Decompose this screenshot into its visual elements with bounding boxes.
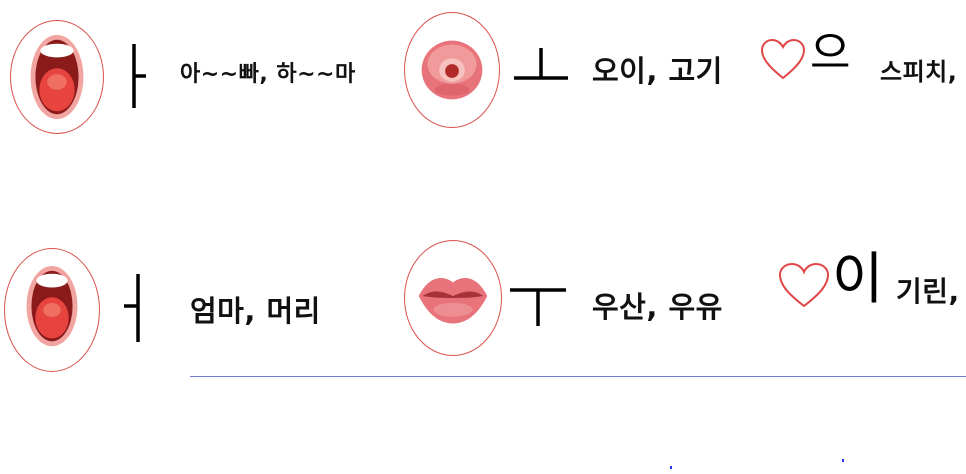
jamo-i: 이 bbox=[832, 247, 884, 312]
example-words-a: 아~~빠, 하~~마 bbox=[180, 62, 356, 87]
example-words-eu: 스피치, bbox=[880, 58, 958, 86]
open-mouth-wide-icon bbox=[10, 20, 104, 134]
separator-line bbox=[190, 376, 966, 377]
vowel-a-glyph bbox=[126, 42, 148, 110]
pursed-lips-icon bbox=[404, 240, 502, 356]
vowel-eo-glyph bbox=[120, 272, 144, 344]
vowel-o-glyph bbox=[512, 44, 570, 84]
vowel-u-glyph bbox=[508, 284, 568, 328]
example-words-o: 오이, 고기 bbox=[592, 54, 723, 88]
open-mouth-icon bbox=[4, 248, 100, 372]
rounded-lips-icon bbox=[404, 12, 500, 128]
heart-outline-icon bbox=[778, 262, 830, 310]
example-words-eo: 엄마, 머리 bbox=[190, 294, 321, 328]
heart-outline-icon bbox=[760, 38, 806, 82]
stray-mark bbox=[842, 459, 844, 462]
stray-mark bbox=[670, 466, 672, 469]
jamo-eu: 으 bbox=[810, 28, 851, 79]
example-words-i: 기린, bbox=[896, 275, 960, 308]
example-words-u: 우산, 우유 bbox=[592, 290, 723, 324]
